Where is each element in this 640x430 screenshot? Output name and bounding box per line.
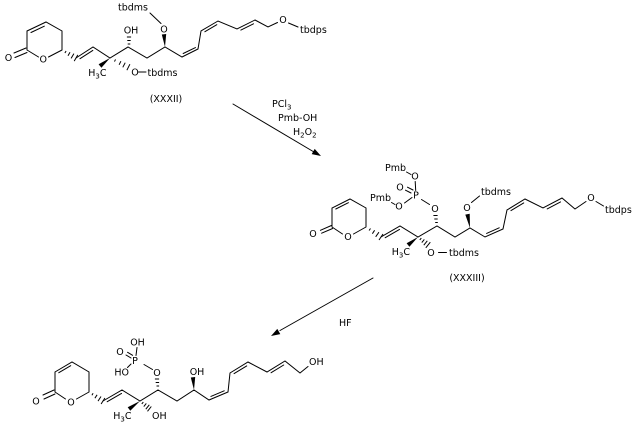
bold-wedge-c12-oh [190,377,196,390]
reagent-label-h2o2: H2O2 [293,127,317,140]
bold-wedge-c12-o [161,34,167,47]
double-bond-lines [13,23,254,60]
atom-label-ring-o: O [67,398,74,409]
group-label-tbdms-right: tbdms [481,187,511,198]
bold-wedge-methyl [98,58,110,68]
double-bond-lines [319,186,561,239]
compound-xxxiii: O O H3C O tbdms P O O Pmb O Pmb O O tbdm… [309,163,632,284]
hash-wedge-ring-to-chain [91,393,106,405]
compound-xxxii: O O H3C O tbdms OH tbdms O O tbdps (XXXI… [5,3,327,106]
compound-label-xxxiii: (XXXIII) [449,273,484,284]
hash-wedge-ring-to-chain [368,228,384,241]
hydroxyl-label-terminal: OH [309,357,324,368]
atom-label-phosphate-dbl-o: O [116,347,123,358]
reagent-label-hf: HF [339,318,352,329]
group-label-tbdps: tbdps [605,205,632,216]
hydroxyl-label-c12: OH [190,367,205,378]
skeleton-bonds [54,347,309,402]
group-label-pmb-top: Pmb [385,163,406,174]
atom-label-phosphorus: P [413,191,419,202]
atom-label-carbonyl-o: O [309,229,316,240]
atom-label-carbonyl-o: O [32,397,39,408]
atom-label-otbdms-o: O [427,248,434,259]
atom-label-phosphate-ester-o: O [153,368,160,379]
skeleton-bonds [331,171,604,253]
methyl-label: H3C [88,68,107,81]
hash-bond-c10-phosphate [433,215,438,223]
atom-label-end-o: O [587,193,594,204]
reaction-arrow-2: HF [271,277,374,336]
final-product: O O H3C OH P O OH HO O OH OH [32,338,323,424]
atom-label-phosphate-left-o: O [395,202,402,213]
atom-label-ring-o: O [40,55,47,66]
reaction-arrow-1: PCl3 Pmb-OH H2O2 [232,99,321,156]
hash-bond-c10-oh [126,36,132,45]
reagent-label-pmb-oh: Pmb-OH [278,113,317,124]
atom-label-phosphate-dbl-o: O [396,183,403,194]
bold-wedge-methyl [127,401,140,411]
group-label-tbdps: tbdps [300,25,327,36]
hash-wedge-ring-to-chain [64,50,79,62]
atom-label-c12-o: O [463,203,470,214]
hash-bond-c10-phosphate [154,378,160,387]
atom-label-carbonyl-o: O [5,53,12,64]
atom-label-ring-o: O [344,232,351,243]
arrow-shaft [232,103,315,153]
skeleton-bonds [26,12,299,73]
group-label-tbdms-bottom: tbdms [148,68,178,79]
hydroxyl-label-phosphate-left: HO [114,368,129,379]
atom-label-phosphorus: P [132,356,138,367]
group-label-tbdms-top: tbdms [118,3,148,14]
arrow-head [311,148,321,156]
atom-label-phosphate-top-o: O [411,172,418,183]
compound-label-xxxii: (XXXII) [150,94,183,105]
atom-label-top-o: O [160,25,167,36]
hash-wedge-c9-otbdms [114,59,131,71]
hash-wedge-c9-otbdms [419,237,431,249]
group-label-tbdms-bottom: tbdms [449,248,479,259]
methyl-label: H3C [392,247,411,260]
reagent-label-pcl3: PCl3 [272,99,291,112]
bold-wedge-methyl [406,237,418,247]
hydroxyl-label-c10: OH [124,26,139,37]
hydroxyl-label-phosphate-top: OH [130,338,145,349]
arrow-shaft [279,277,374,331]
atom-label-phosphate-ester-o: O [431,204,438,215]
methyl-label: H3C [113,411,132,424]
hydroxyl-label-c9: OH [152,411,167,422]
group-label-pmb-left: Pmb [370,193,391,204]
double-bond-lines [42,351,285,403]
bold-wedge-c12-o [465,213,470,228]
hash-wedge-c9-oh [141,401,152,412]
atom-label-end-o: O [279,15,286,26]
arrow-head [271,328,281,336]
atom-label-otbdms-o: O [131,68,138,79]
